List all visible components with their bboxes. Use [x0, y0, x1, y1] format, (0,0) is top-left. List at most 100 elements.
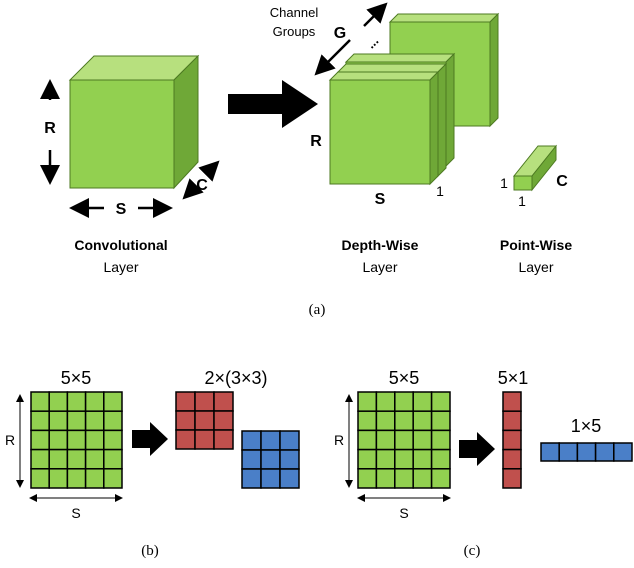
g-arrow-down — [314, 39, 351, 76]
grid-cell — [48, 429, 69, 451]
grid-cell — [394, 410, 414, 432]
grid-cell — [430, 391, 451, 412]
pointwise-subtitle: Layer — [518, 259, 553, 275]
grid-cell — [375, 429, 396, 451]
grid-cell — [430, 410, 451, 432]
panel-b: 5×5 R S 2×(3×3) (b) — [5, 368, 300, 559]
grid-cell — [430, 468, 451, 489]
conv-c-label: C — [196, 177, 208, 194]
blue-row-cell — [576, 442, 597, 462]
grid-cell — [103, 468, 123, 489]
red-kernel-cell — [175, 410, 196, 431]
conv-c-arrow-down — [182, 178, 204, 200]
conv-cube-front — [69, 79, 175, 189]
grid-cell — [103, 448, 123, 470]
c-r-label: R — [334, 432, 344, 448]
blue-row-cell — [613, 442, 633, 462]
red-kernel-cell — [213, 429, 234, 450]
grid-cell — [394, 391, 414, 412]
depthwise-r-label: R — [310, 133, 322, 150]
grid-cell — [84, 448, 105, 470]
grid-cell — [412, 448, 433, 470]
channel-groups-label-1: Channel — [270, 5, 319, 20]
big-right-arrow — [228, 80, 318, 128]
grid-cell — [103, 391, 123, 412]
grid-cell — [30, 429, 50, 451]
caption-c: (c) — [464, 543, 481, 559]
blue-kernel-cell — [260, 468, 281, 489]
grid-cell — [394, 448, 414, 470]
conv-cube — [68, 54, 200, 190]
b-arrow — [132, 422, 168, 456]
grid-cell — [84, 468, 105, 489]
blue-row-cell — [540, 442, 560, 462]
blue-kernel-cell — [260, 430, 281, 451]
grid-cell — [357, 391, 378, 412]
blue-kernel-cell — [279, 468, 300, 489]
c-col-title: 5×1 — [498, 368, 529, 388]
grid-cell — [66, 429, 87, 451]
depthwise-s-label: S — [375, 191, 386, 208]
red-kernel-cell — [194, 410, 215, 431]
red-column-cell — [502, 391, 522, 412]
red-kernel-cell — [194, 429, 215, 450]
grid-cell — [30, 448, 50, 470]
depthwise-slab-front — [328, 70, 440, 186]
blue-row-cell — [558, 442, 579, 462]
grid-cell — [430, 448, 451, 470]
blue-kernel-cell — [241, 468, 262, 489]
g-arrow-up — [363, 2, 388, 27]
grid-cell — [48, 391, 69, 412]
grid-cell — [66, 391, 87, 412]
conv-s-label: S — [116, 201, 127, 218]
conv-r-label: R — [44, 120, 56, 137]
panel-c: 5×5 R S 5×1 1×5 (c) — [334, 368, 633, 559]
b-grid-title: 5×5 — [61, 368, 92, 388]
conv-subtitle: Layer — [103, 259, 138, 275]
pointwise-left-label: 1 — [500, 175, 508, 191]
grid-cell — [357, 429, 378, 451]
caption-b: (b) — [141, 543, 159, 559]
c-grid-title: 5×5 — [389, 368, 420, 388]
grid-cell — [394, 468, 414, 489]
grid-cell — [375, 448, 396, 470]
blue-kernel-cell — [260, 449, 281, 470]
red-column-cell — [502, 410, 522, 432]
red-kernel-cell — [175, 429, 196, 450]
conv-title: Convolutional — [74, 237, 167, 253]
grid-cell — [48, 410, 69, 432]
red-column-cell — [502, 429, 522, 451]
channel-ellipsis: ... — [363, 33, 381, 51]
pointwise-c-label: C — [556, 173, 568, 190]
grid-cell — [375, 410, 396, 432]
grid-cell — [357, 410, 378, 432]
red-column-cell — [502, 448, 522, 470]
b-grid-5x5 — [30, 391, 123, 489]
red-kernel-cell — [194, 391, 215, 412]
panel-a: R S C Convolutional Layer — [40, 2, 572, 318]
grid-cell — [394, 429, 414, 451]
b-s-label: S — [71, 505, 80, 521]
c-red-column-5x1 — [502, 391, 522, 489]
caption-a: (a) — [309, 302, 326, 318]
red-kernel-cell — [213, 391, 234, 412]
c-s-label: S — [399, 505, 408, 521]
blue-kernel-cell — [241, 430, 262, 451]
grid-cell — [84, 410, 105, 432]
c-arrow — [459, 432, 495, 466]
grid-cell — [357, 448, 378, 470]
depthwise-subtitle: Layer — [362, 259, 397, 275]
grid-cell — [30, 391, 50, 412]
b-blue-kernel-3x3 — [241, 430, 300, 489]
blue-row-cell — [594, 442, 615, 462]
blue-kernel-cell — [241, 449, 262, 470]
channel-groups-label-2: Groups — [273, 24, 316, 39]
grid-cell — [48, 448, 69, 470]
conv-c-arrow-up — [198, 160, 220, 182]
conv-cube-side — [173, 54, 199, 190]
grid-cell — [412, 429, 433, 451]
grid-cell — [103, 410, 123, 432]
pointwise-bottom-label: 1 — [518, 193, 526, 209]
grid-cell — [357, 468, 378, 489]
